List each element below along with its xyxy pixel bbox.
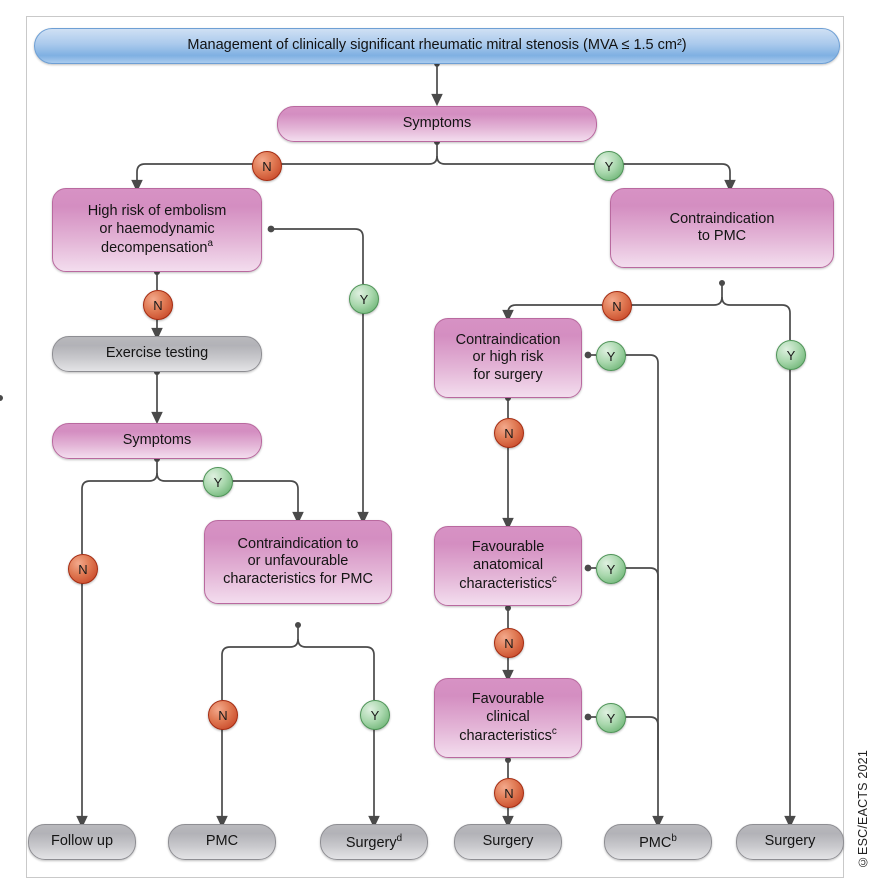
line-2: or haemodynamic bbox=[99, 220, 215, 237]
footnote-marker-d: d bbox=[396, 832, 403, 844]
badge-symptoms1-no[interactable]: N bbox=[252, 151, 282, 181]
outcome-surgery-right-label: Surgery bbox=[765, 833, 816, 850]
line-1: High risk of embolism bbox=[87, 203, 227, 220]
line-3: characteristics bbox=[459, 575, 552, 592]
line-3: characteristics bbox=[459, 727, 552, 744]
badge-label: N bbox=[612, 298, 622, 314]
label-text: PMC bbox=[205, 833, 239, 850]
outcome-surgery-mid[interactable]: Surgery bbox=[454, 824, 562, 860]
badge-fav-clin-no[interactable]: N bbox=[494, 778, 524, 808]
node-contraindication-to-pmc[interactable]: Contraindication to PMC bbox=[610, 188, 834, 268]
outcome-follow-up[interactable]: Follow up bbox=[28, 824, 136, 860]
node-favourable-clinical-label: Favourable clinical characteristicsc bbox=[459, 691, 557, 744]
line-2: to PMC bbox=[697, 228, 747, 244]
outcome-follow-up-label: Follow up bbox=[51, 833, 113, 850]
node-favourable-anatomical[interactable]: Favourable anatomical characteristicsc bbox=[434, 526, 582, 606]
line-2: or high risk bbox=[472, 349, 544, 366]
line-1: Favourable bbox=[471, 539, 545, 556]
line-2: clinical bbox=[486, 708, 530, 725]
label-text: Surgery bbox=[764, 833, 816, 850]
page-title: Management of clinically significant rhe… bbox=[187, 37, 687, 54]
node-exercise-testing-label: Exercise testing bbox=[105, 345, 209, 362]
node-exercise-testing[interactable]: Exercise testing bbox=[52, 336, 262, 372]
badge-contra-unfav-no[interactable]: N bbox=[208, 700, 238, 730]
badge-highrisk-yes[interactable]: Y bbox=[349, 284, 379, 314]
badge-label: Y bbox=[359, 291, 369, 307]
badge-symptoms1-yes[interactable]: Y bbox=[594, 151, 624, 181]
node-symptoms-1-label: Symptoms bbox=[402, 115, 472, 132]
badge-label: Y bbox=[786, 347, 796, 363]
badge-contra-pmc-yes[interactable]: Y bbox=[776, 340, 806, 370]
label-text: PMC bbox=[639, 834, 672, 851]
outcome-surgery-right[interactable]: Surgery bbox=[736, 824, 844, 860]
outcome-pmc-b-label: PMCb bbox=[639, 833, 677, 852]
outcome-surgery-d-label: Surgeryd bbox=[346, 833, 402, 852]
figure-title-bar: Management of clinically significant rhe… bbox=[34, 28, 840, 64]
badge-label: Y bbox=[606, 561, 616, 577]
outcome-pmc-left[interactable]: PMC bbox=[168, 824, 276, 860]
badge-label: N bbox=[504, 785, 514, 801]
node-contraindication-high-risk-surgery-label: Contraindication or high risk for surger… bbox=[456, 332, 561, 383]
badge-contra-surgery-no[interactable]: N bbox=[494, 418, 524, 448]
badge-label: N bbox=[153, 297, 163, 313]
footnote-marker-b: b bbox=[671, 832, 677, 844]
outcome-surgery-mid-label: Surgery bbox=[483, 833, 534, 850]
badge-label: N bbox=[218, 707, 228, 723]
badge-label: Y bbox=[213, 474, 223, 490]
line-3: decompensation bbox=[101, 239, 208, 256]
badge-label: N bbox=[504, 635, 514, 651]
outcome-surgery-d[interactable]: Surgeryd bbox=[320, 824, 428, 860]
badge-label: Y bbox=[604, 158, 614, 174]
node-favourable-clinical[interactable]: Favourable clinical characteristicsc bbox=[434, 678, 582, 758]
footnote-marker-c2: c bbox=[551, 725, 557, 737]
node-symptoms-1[interactable]: Symptoms bbox=[277, 106, 597, 142]
node-contraindication-unfavourable-pmc-label: Contraindication to or unfavourable char… bbox=[223, 536, 373, 587]
badge-contra-surgery-yes[interactable]: Y bbox=[596, 341, 626, 371]
badge-label: Y bbox=[606, 348, 616, 364]
line-1: Favourable bbox=[471, 691, 545, 708]
line-1: Contraindication to bbox=[237, 536, 359, 553]
label-text: Surgery bbox=[482, 833, 534, 850]
badge-label: N bbox=[262, 158, 272, 174]
badge-fav-anat-no[interactable]: N bbox=[494, 628, 524, 658]
badge-fav-anat-yes[interactable]: Y bbox=[596, 554, 626, 584]
badge-symptoms2-yes[interactable]: Y bbox=[203, 467, 233, 497]
line-1: Contraindication bbox=[669, 210, 775, 227]
node-contraindication-high-risk-surgery[interactable]: Contraindication or high risk for surger… bbox=[434, 318, 582, 398]
badge-label: N bbox=[78, 561, 88, 577]
line-1: Contraindication bbox=[455, 332, 561, 349]
badge-label: Y bbox=[606, 710, 616, 726]
node-symptoms-2[interactable]: Symptoms bbox=[52, 423, 262, 459]
badge-symptoms2-no[interactable]: N bbox=[68, 554, 98, 584]
copyright-text: ©ESC/EACTS 2021 bbox=[856, 749, 870, 869]
label-text: Surgery bbox=[345, 834, 397, 851]
line-2: anatomical bbox=[472, 556, 544, 573]
label-text: Follow up bbox=[50, 833, 114, 850]
badge-label: Y bbox=[370, 707, 380, 723]
line-2: or unfavourable bbox=[247, 553, 349, 570]
badge-highrisk-no[interactable]: N bbox=[143, 290, 173, 320]
badge-fav-clin-yes[interactable]: Y bbox=[596, 703, 626, 733]
node-high-risk-embolism[interactable]: High risk of embolism or haemodynamic de… bbox=[52, 188, 262, 272]
node-contraindication-to-pmc-label: Contraindication to PMC bbox=[670, 211, 775, 245]
node-contraindication-unfavourable-pmc[interactable]: Contraindication to or unfavourable char… bbox=[204, 520, 392, 604]
copyright-notice: ©ESC/EACTS 2021 bbox=[856, 750, 870, 874]
node-high-risk-embolism-label: High risk of embolism or haemodynamic de… bbox=[88, 203, 227, 256]
footnote-marker-a: a bbox=[207, 237, 213, 249]
line-3: for surgery bbox=[473, 366, 543, 383]
outcome-pmc-b[interactable]: PMCb bbox=[604, 824, 712, 860]
badge-contra-unfav-yes[interactable]: Y bbox=[360, 700, 390, 730]
footnote-marker-c1: c bbox=[551, 573, 557, 585]
node-favourable-anatomical-label: Favourable anatomical characteristicsc bbox=[459, 539, 557, 592]
node-symptoms-2-label: Symptoms bbox=[122, 432, 192, 449]
line-3: characteristics for PMC bbox=[223, 570, 373, 587]
outcome-pmc-left-label: PMC bbox=[206, 833, 238, 850]
badge-label: N bbox=[504, 425, 514, 441]
badge-contra-pmc-no[interactable]: N bbox=[602, 291, 632, 321]
